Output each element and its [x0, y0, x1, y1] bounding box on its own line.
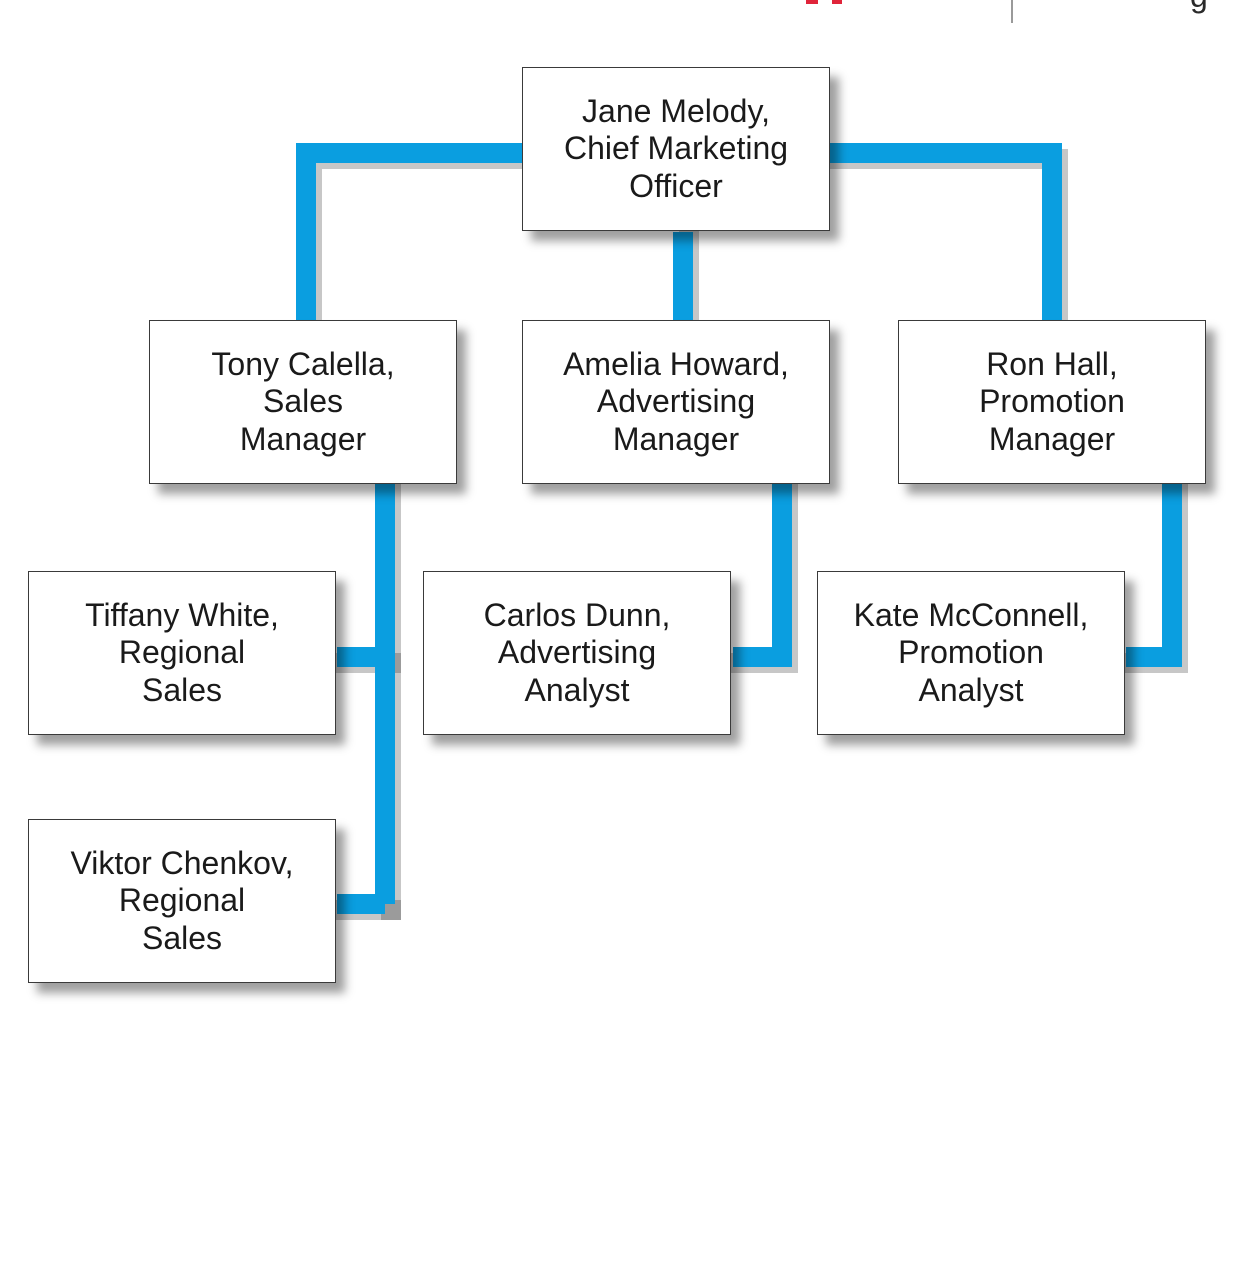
node-promotion-analyst: Kate McConnell, Promotion Analyst [817, 571, 1125, 735]
node-regional-sales-viktor: Viktor Chenkov, Regional Sales [28, 819, 336, 983]
node-advertising-analyst: Carlos Dunn, Advertising Analyst [423, 571, 731, 735]
connector-cmo-to-sales-manager-shadow [302, 149, 538, 336]
connector-cmo-to-promotion-manager [830, 143, 1062, 320]
node-regional-sales-tiffany: Tiffany White, Regional Sales [28, 571, 336, 735]
node-chief-marketing-officer: Jane Melody, Chief Marketing Officer [522, 67, 830, 231]
node-advertising-manager: Amelia Howard, Advertising Manager [522, 320, 830, 484]
node-label: Kate McConnell, Promotion Analyst [853, 596, 1089, 708]
connector-advertising-manager-to-analyst [733, 484, 792, 667]
node-label: Tiffany White, Regional Sales [85, 596, 279, 708]
header-divider [1011, 0, 1013, 23]
node-sales-manager: Tony Calella, Sales Manager [149, 320, 457, 484]
node-label: Ron Hall, Promotion Manager [979, 345, 1125, 457]
header-text-fragment: g [1190, 0, 1208, 12]
connector-cmo-to-promotion-manager-shadow [826, 149, 1068, 336]
header-accent-left [806, 0, 818, 4]
node-label: Jane Melody, Chief Marketing Officer [563, 92, 789, 204]
connector-lines [296, 143, 1182, 914]
header-accent-right [832, 0, 842, 4]
node-label: Viktor Chenkov, Regional Sales [70, 844, 294, 956]
connector-cmo-to-sales-manager [296, 143, 522, 320]
node-promotion-manager: Ron Hall, Promotion Manager [898, 320, 1206, 484]
node-label: Amelia Howard, Advertising Manager [563, 345, 789, 457]
node-label: Tony Calella, Sales Manager [211, 345, 395, 457]
connector-promotion-manager-to-analyst [1126, 484, 1182, 667]
node-label: Carlos Dunn, Advertising Analyst [483, 596, 671, 708]
